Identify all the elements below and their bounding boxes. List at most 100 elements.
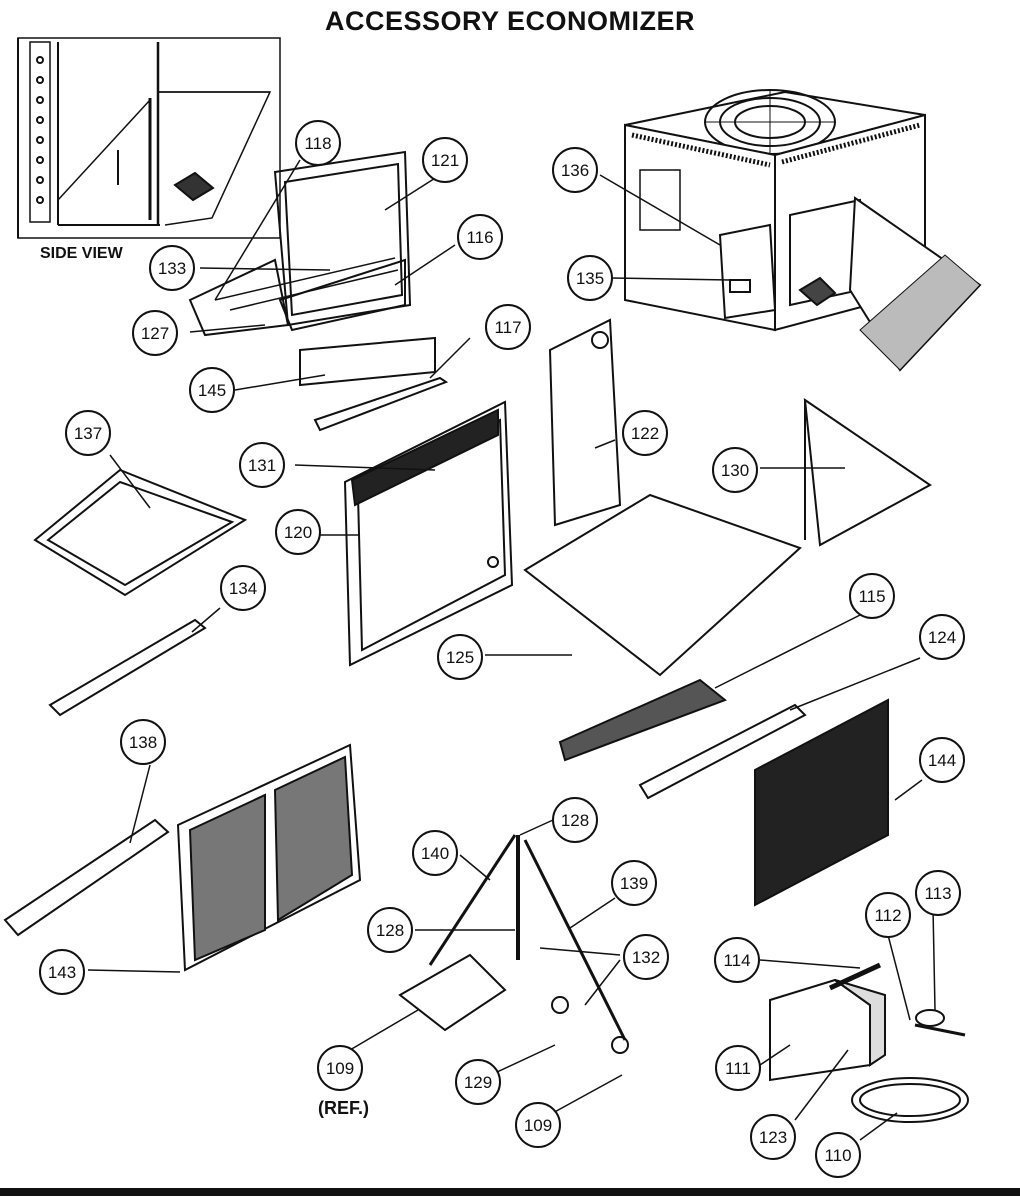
callout-number: 113: [924, 884, 951, 903]
callout-circle: [567, 255, 613, 301]
callout-circle: [715, 1045, 761, 1091]
callout-number: 128: [376, 921, 404, 940]
callout-circle: [865, 892, 911, 938]
callout-circle: [220, 565, 266, 611]
callout-115: 115: [849, 573, 895, 619]
callout-circle: [120, 719, 166, 765]
callout-circle: [919, 737, 965, 783]
callout-121: 121: [422, 137, 468, 183]
rooftop-unit: [624, 89, 982, 372]
callout-130: 130: [712, 447, 758, 493]
callout-139: 139: [611, 860, 657, 906]
callout-number: 137: [74, 424, 102, 443]
callout-112: 112: [865, 892, 911, 938]
callout-circle: [552, 147, 598, 193]
callout-circle: [714, 937, 760, 983]
callout-number: 143: [48, 963, 76, 982]
callout-number: 123: [759, 1128, 787, 1147]
panel-130: [803, 397, 932, 547]
damper-housing: [188, 150, 412, 337]
angle-124: [638, 703, 807, 800]
callout-number: 111: [725, 1059, 751, 1078]
callout-number: 115: [858, 587, 885, 606]
callout-circle: [552, 797, 598, 843]
callout-layer: 118 121 116 133 127 117 145 136 135 122 137 131 130 1…: [39, 120, 965, 1178]
callout-128: 128: [552, 797, 598, 843]
callout-number: 128: [561, 811, 589, 830]
callout-143: 143: [39, 949, 85, 995]
callout-circle: [815, 1132, 861, 1178]
callout-circle: [915, 870, 961, 916]
callout-131: 131: [239, 442, 285, 488]
callout-number: 109: [326, 1059, 354, 1078]
callout-circle: [750, 1114, 796, 1160]
panel-120: [343, 400, 514, 667]
callout-136: 136: [552, 147, 598, 193]
callout-133: 133: [149, 245, 195, 291]
callout-circle: [239, 442, 285, 488]
callout-132: 132: [623, 934, 669, 980]
callout-number: 134: [229, 579, 257, 598]
callout-111: 111: [715, 1045, 761, 1091]
panel-122: [548, 318, 622, 527]
callout-127: 127: [132, 310, 178, 356]
callout-circle: [275, 509, 321, 555]
callout-124: 124: [919, 614, 965, 660]
callout-number: 130: [721, 461, 749, 480]
callout-145: 145: [189, 367, 235, 413]
callout-122: 122: [622, 410, 668, 456]
panel-137: [33, 468, 248, 597]
callout-125: 125: [437, 634, 483, 680]
callout-circle: [132, 310, 178, 356]
callout-number: 127: [141, 324, 169, 343]
callout-circle: [189, 367, 235, 413]
callout-circle: [919, 614, 965, 660]
callout-circle: [515, 1102, 561, 1148]
callout-number: 131: [248, 456, 276, 475]
bottom-rule: [0, 1188, 1020, 1196]
callout-number: 140: [421, 844, 449, 863]
callout-140: 140: [412, 830, 458, 876]
callout-109: 109: [515, 1102, 561, 1148]
callout-circle: [623, 934, 669, 980]
diagram-title: ACCESSORY ECONOMIZER: [324, 6, 696, 36]
damper-115: [558, 678, 727, 762]
linkage-assembly: [398, 834, 629, 1054]
callout-circle: [367, 907, 413, 953]
callout-number: 132: [632, 948, 660, 967]
callout-number: 118: [304, 134, 331, 153]
callout-circle: [849, 573, 895, 619]
callout-number: 129: [464, 1073, 492, 1092]
callout-number: 139: [620, 874, 648, 893]
callout-138: 138: [120, 719, 166, 765]
callout-circle: [437, 634, 483, 680]
callout-circle: [611, 860, 657, 906]
callout-circle: [295, 120, 341, 166]
callout-number: 109: [524, 1116, 552, 1135]
callout-number: 144: [928, 751, 956, 770]
callout-number: 135: [576, 269, 604, 288]
callout-123: 123: [750, 1114, 796, 1160]
panel-125: [523, 493, 802, 677]
callout-116: 116: [457, 214, 503, 260]
blade-145: [299, 336, 436, 387]
callout-circle: [39, 949, 85, 995]
angle-117: [313, 376, 449, 432]
callout-number: 116: [466, 228, 493, 247]
filter-frame-143: [176, 743, 362, 972]
leader-lines: [87, 159, 936, 1141]
callout-134: 134: [220, 565, 266, 611]
callout-129: 129: [455, 1059, 501, 1105]
callout-circle: [712, 447, 758, 493]
callout-number: 112: [874, 906, 901, 925]
callout-circle: [412, 830, 458, 876]
callout-circle: [65, 410, 111, 456]
callout-number: 136: [561, 161, 589, 180]
callout-number: 117: [494, 318, 521, 337]
filter-144: [754, 698, 889, 907]
callout-114: 114: [714, 937, 760, 983]
callout-number: 122: [631, 424, 659, 443]
callout-circle: [485, 304, 531, 350]
callout-number: 124: [928, 628, 956, 647]
